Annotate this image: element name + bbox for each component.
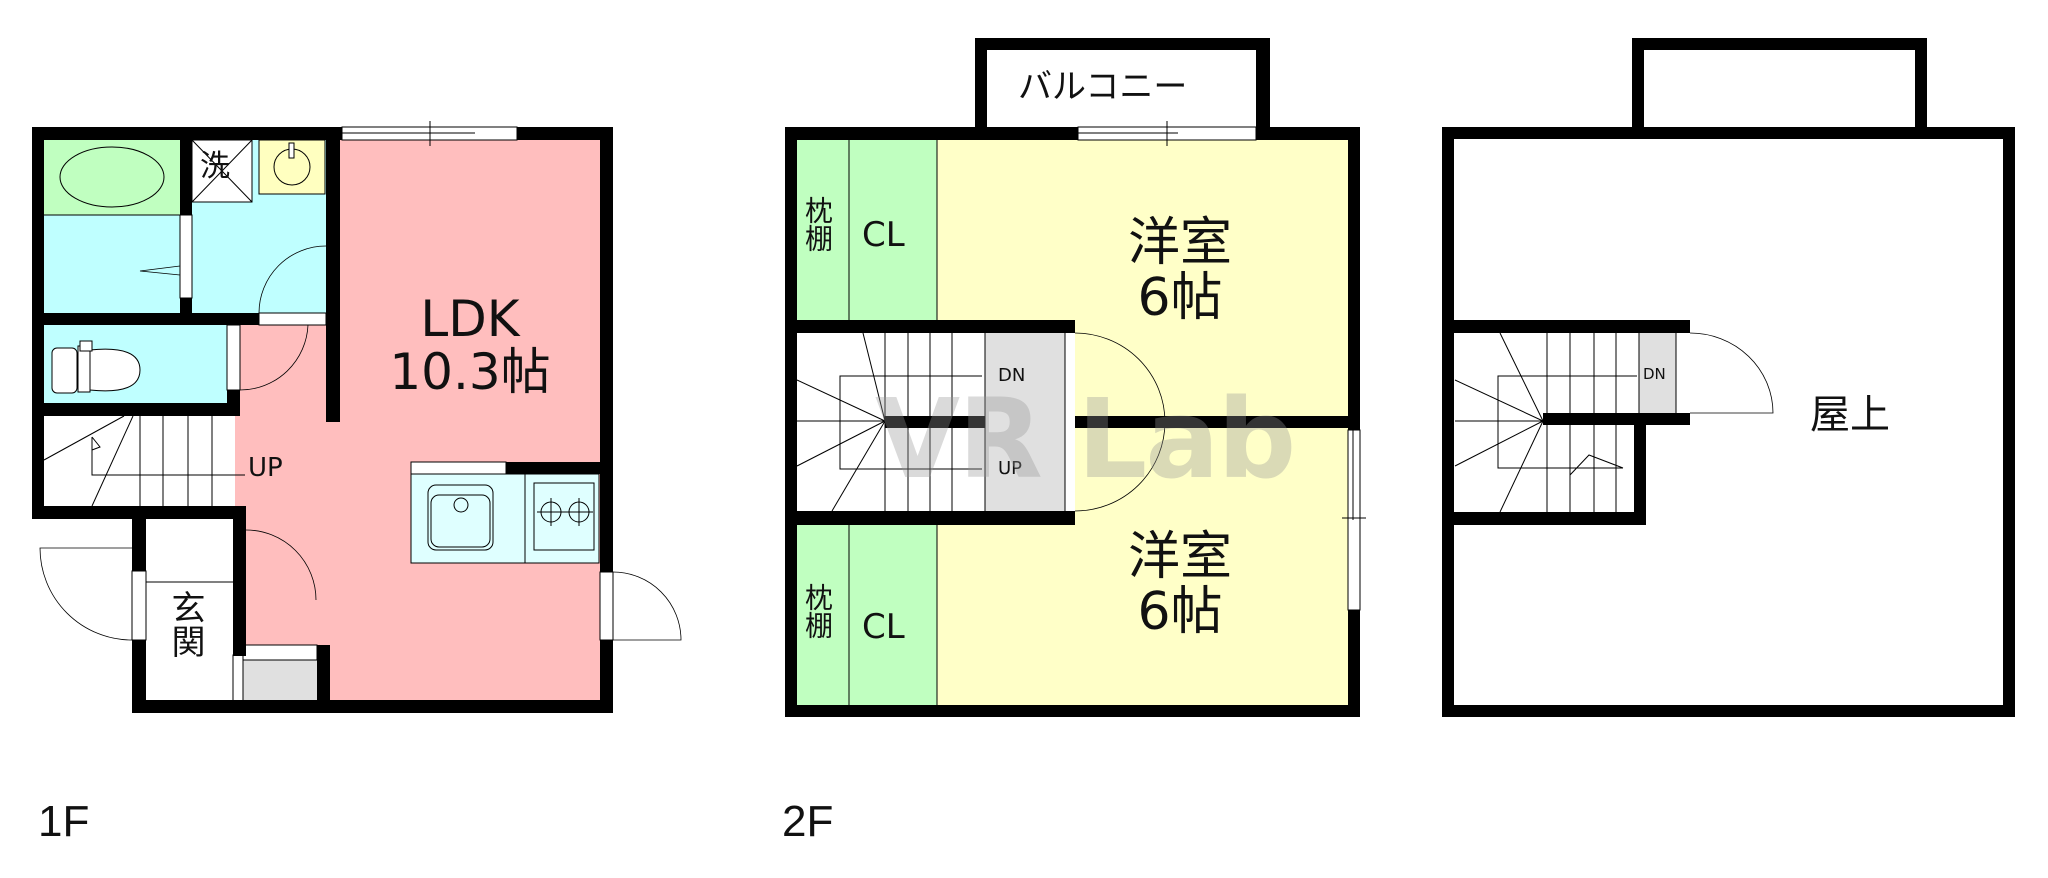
sink-icon <box>427 484 494 551</box>
stairs-roof-dn-label: DN <box>1643 365 1666 383</box>
closet-2-label: CL <box>862 607 905 647</box>
pillow-shelf-2-label: 枕棚 <box>801 583 834 639</box>
walls-2f <box>785 38 1360 717</box>
entrance-area <box>146 527 233 702</box>
door-swings-1f <box>39 245 682 641</box>
stairs-2f-dn-label: DN <box>998 365 1026 386</box>
toilet-icon <box>51 340 141 394</box>
floor-label-1f: 1F <box>38 797 90 846</box>
ldk-area <box>330 140 600 700</box>
closet-1 <box>849 140 937 320</box>
western-room-2-size: 6帖 <box>1137 581 1223 642</box>
balcony-label: バルコニー <box>1018 67 1188 107</box>
shoe-cabinet <box>243 660 317 702</box>
western-room-1-size: 6帖 <box>1137 267 1223 328</box>
watermark: VR Lab <box>875 375 1296 503</box>
ldk-hall-area <box>235 315 335 700</box>
western-room-1-label: 洋室 6帖 <box>1080 216 1280 325</box>
stair-landing-2f <box>985 333 1065 511</box>
stair-landing-roof <box>1639 333 1676 413</box>
western-room-1-name: 洋室 <box>1127 213 1232 273</box>
floor-label-2f: 2F <box>782 797 834 846</box>
washroom-label: 洗 <box>200 149 230 184</box>
floor-roof-plan <box>1442 38 2015 717</box>
bathtub <box>59 146 165 208</box>
ldk-room-size: 10.3帖 <box>389 342 551 401</box>
closet-2 <box>849 525 937 705</box>
stairs-1f-up-label: UP <box>248 453 283 483</box>
entrance-label: 玄関 <box>165 590 205 658</box>
pillow-shelf-1-label: 枕棚 <box>801 196 834 252</box>
walls-roof <box>1442 38 2015 717</box>
closet-1-label: CL <box>862 215 905 255</box>
stairs-2f-up-label: UP <box>998 458 1023 479</box>
rooftop-label: 屋上 <box>1810 392 1890 438</box>
floor-2f-plan <box>785 38 1366 717</box>
western-room-2-label: 洋室 6帖 <box>1080 530 1280 639</box>
ldk-room-name: LDK <box>420 290 520 348</box>
ldk-room-label: LDK 10.3帖 <box>370 293 570 398</box>
floor-1f-plan <box>32 121 682 713</box>
side-window <box>1347 429 1361 611</box>
western-room-2-name: 洋室 <box>1127 527 1232 587</box>
stove-icon <box>533 482 595 551</box>
pillow-shelf-1 <box>797 140 849 320</box>
kitchen-counter <box>410 473 600 564</box>
walls-1f <box>32 127 613 713</box>
pillow-shelf-2 <box>797 525 849 705</box>
bathtub-area <box>44 140 180 215</box>
